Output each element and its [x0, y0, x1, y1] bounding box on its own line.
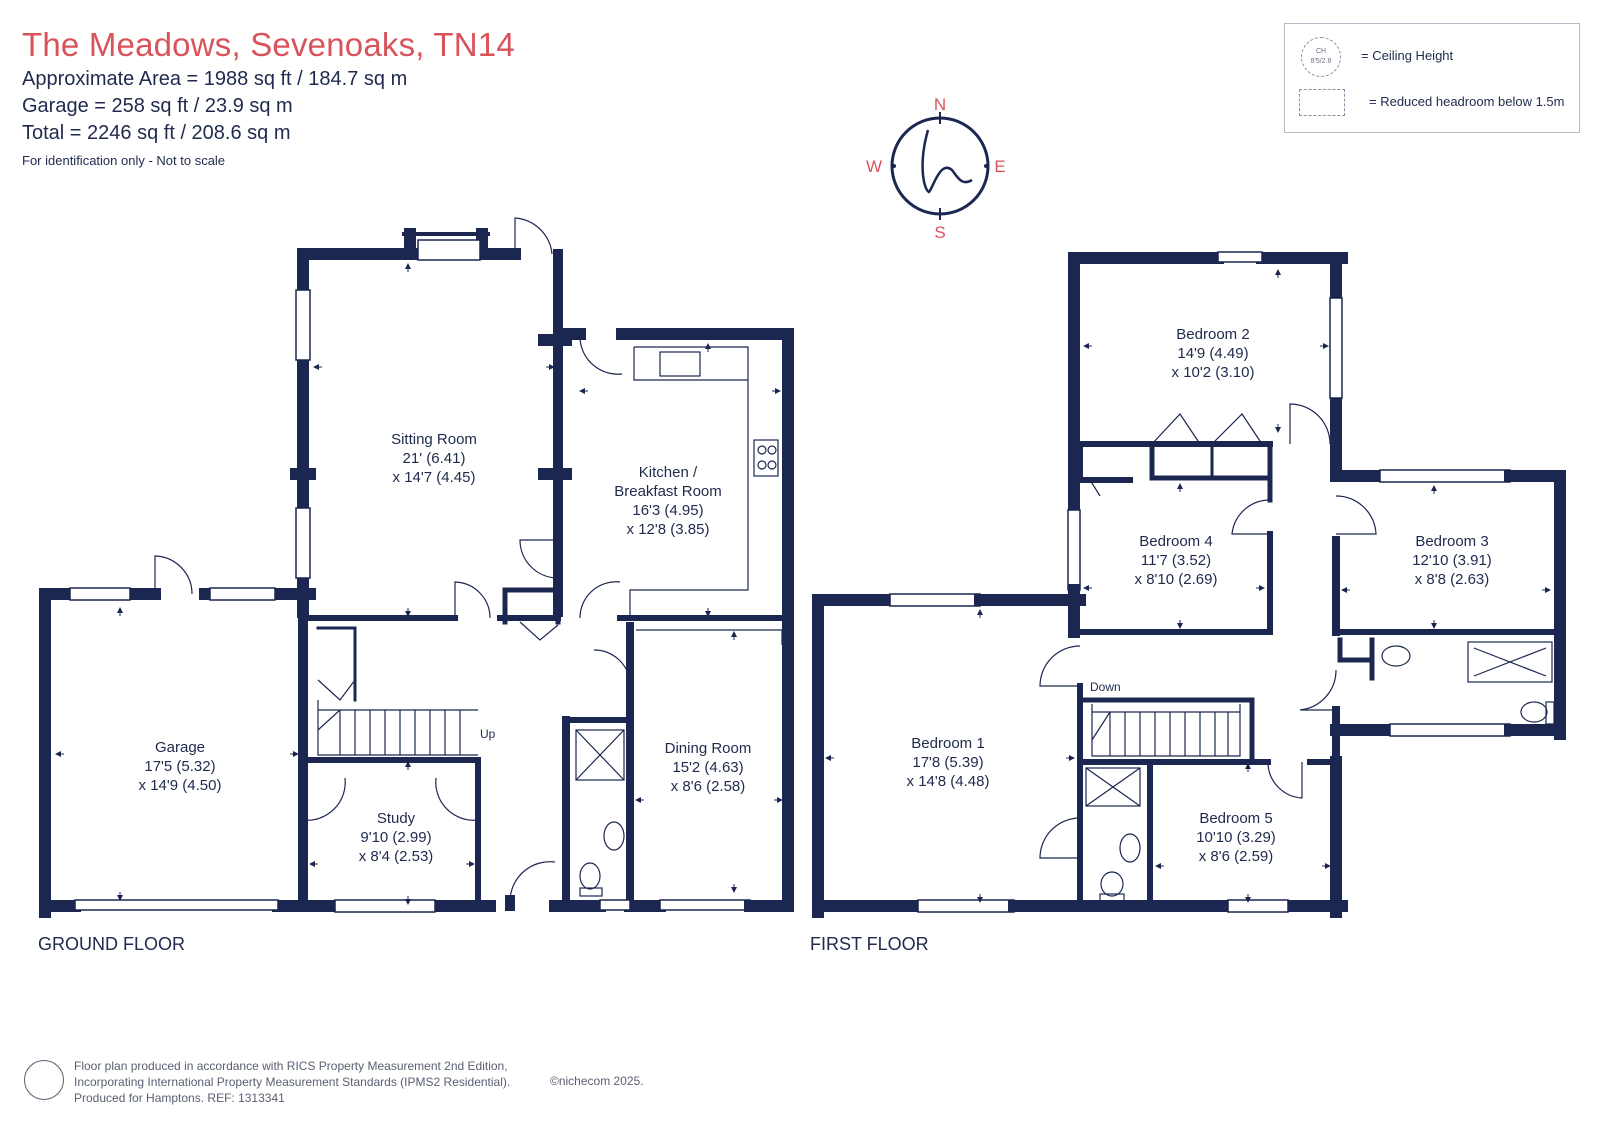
room-dimension: 17'8 (5.39)	[912, 754, 984, 771]
room-dimension: x 12'8 (3.85)	[626, 521, 710, 538]
footer-line: Floor plan produced in accordance with R…	[74, 1059, 508, 1073]
room-dining-room: Dining Room 15'2 (4.63) x 8'6 (2.58)	[665, 739, 752, 796]
copyright-text: ©nichecom 2025.	[550, 1074, 644, 1088]
room-dimension: 17'5 (5.32)	[144, 758, 216, 775]
compass-s: S	[934, 223, 945, 242]
first-floor-details	[1039, 403, 1555, 903]
room-dimension: 16'3 (4.95)	[632, 502, 704, 519]
footer-line: Produced for Hamptons. REF: 1313341	[74, 1091, 285, 1105]
room-dimension: x 8'6 (2.58)	[670, 778, 746, 795]
first-floor-label: FIRST FLOOR	[810, 934, 929, 954]
logo-h-icon	[921, 129, 973, 194]
compass-circle	[890, 116, 990, 216]
room-dimension: x 8'4 (2.53)	[358, 848, 434, 865]
compass-w: W	[866, 157, 882, 176]
room-name: Bedroom 5	[1199, 810, 1273, 827]
room-dimension: 10'10 (3.29)	[1196, 829, 1276, 846]
room-bedroom-4: Bedroom 4 11'7 (3.52) x 8'10 (2.69)	[1135, 532, 1218, 589]
room-dimension: 21' (6.41)	[402, 450, 466, 467]
first-floor-walls	[812, 251, 1566, 918]
room-dimension: x 8'10 (2.69)	[1134, 571, 1218, 588]
ground-floor-dimension-arrows	[55, 263, 783, 905]
room-name: Bedroom 3	[1415, 533, 1489, 550]
room-study: Study 9'10 (2.99) x 8'4 (2.53)	[359, 809, 434, 866]
ceiling-height-value: 8'5/2.6	[1310, 58, 1332, 65]
compass-rose: N S E W	[866, 95, 1006, 242]
identification-note: For identification only - Not to scale	[22, 153, 226, 168]
room-bedroom-1: Bedroom 1 17'8 (5.39) x 14'8 (4.48)	[907, 734, 990, 791]
room-bedroom-2: Bedroom 2 14'9 (4.49) x 10'2 (3.10)	[1172, 325, 1255, 382]
room-sitting-room: Sitting Room 21' (6.41) x 14'7 (4.45)	[391, 430, 477, 487]
approximate-area: Approximate Area = 1988 sq ft / 184.7 sq…	[22, 68, 408, 90]
room-name: Sitting Room	[391, 431, 477, 448]
footer-notes: Floor plan produced in accordance with R…	[74, 1058, 510, 1106]
room-dimension: 11'7 (3.52)	[1140, 552, 1212, 569]
stairs-down-label: Down	[1090, 680, 1121, 694]
room-name: Breakfast Room	[614, 483, 722, 500]
ceiling-height-label: = Ceiling Height	[1361, 48, 1454, 63]
room-dimension: 14'9 (4.49)	[1177, 345, 1249, 362]
room-name: Kitchen /	[638, 464, 698, 481]
legend-box: CH 8'5/2.6 = Ceiling Height = Reduced he…	[1284, 23, 1580, 133]
room-bedroom-3: Bedroom 3 12'10 (3.91) x 8'8 (2.63)	[1412, 532, 1492, 589]
total-area: Total = 2246 sq ft / 208.6 sq m	[22, 122, 291, 144]
room-name: Bedroom 2	[1176, 326, 1250, 343]
garage-area: Garage = 258 sq ft / 23.9 sq m	[22, 95, 293, 117]
room-dimension: x 8'6 (2.59)	[1198, 848, 1274, 865]
room-name: Bedroom 1	[911, 735, 985, 752]
compass-n: N	[934, 95, 946, 114]
room-dimension: 9'10 (2.99)	[360, 829, 432, 846]
room-name: Dining Room	[664, 740, 752, 757]
room-name: Bedroom 4	[1139, 533, 1213, 550]
ground-floor-label: GROUND FLOOR	[38, 934, 186, 954]
measurement-standard-icon	[24, 1060, 64, 1100]
stairs-up-label: Up	[480, 727, 496, 741]
room-dimension: 15'2 (4.63)	[672, 759, 744, 776]
room-dimension: 12'10 (3.91)	[1412, 552, 1492, 569]
reduced-headroom-label: = Reduced headroom below 1.5m	[1369, 94, 1565, 109]
room-dimension: x 8'8 (2.63)	[1414, 571, 1490, 588]
room-dimension: x 14'9 (4.50)	[138, 777, 222, 794]
ceiling-height-icon: CH 8'5/2.6	[1301, 37, 1341, 77]
room-name: Garage	[154, 739, 206, 756]
room-bedroom-5: Bedroom 5 10'10 (3.29) x 8'6 (2.59)	[1196, 809, 1276, 866]
room-dimension: x 14'7 (4.45)	[392, 469, 476, 486]
ground-floor-walls	[39, 228, 794, 918]
ceiling-height-symbol: CH	[1315, 48, 1327, 55]
room-kitchen-breakfast: Kitchen / Breakfast Room 16'3 (4.95) x 1…	[614, 463, 722, 539]
room-dimension: x 14'8 (4.48)	[906, 773, 990, 790]
room-dimension: x 10'2 (3.10)	[1171, 364, 1255, 381]
room-garage: Garage 17'5 (5.32) x 14'9 (4.50)	[139, 738, 222, 795]
footer-line: Incorporating International Property Mea…	[74, 1075, 511, 1089]
first-floor-dimension-arrows	[825, 269, 1551, 903]
property-title: The Meadows, Sevenoaks, TN14	[22, 26, 515, 63]
room-name: Study	[376, 810, 416, 827]
ground-floor-details	[154, 217, 783, 901]
reduced-headroom-icon	[1299, 89, 1345, 116]
compass-e: E	[994, 157, 1005, 176]
